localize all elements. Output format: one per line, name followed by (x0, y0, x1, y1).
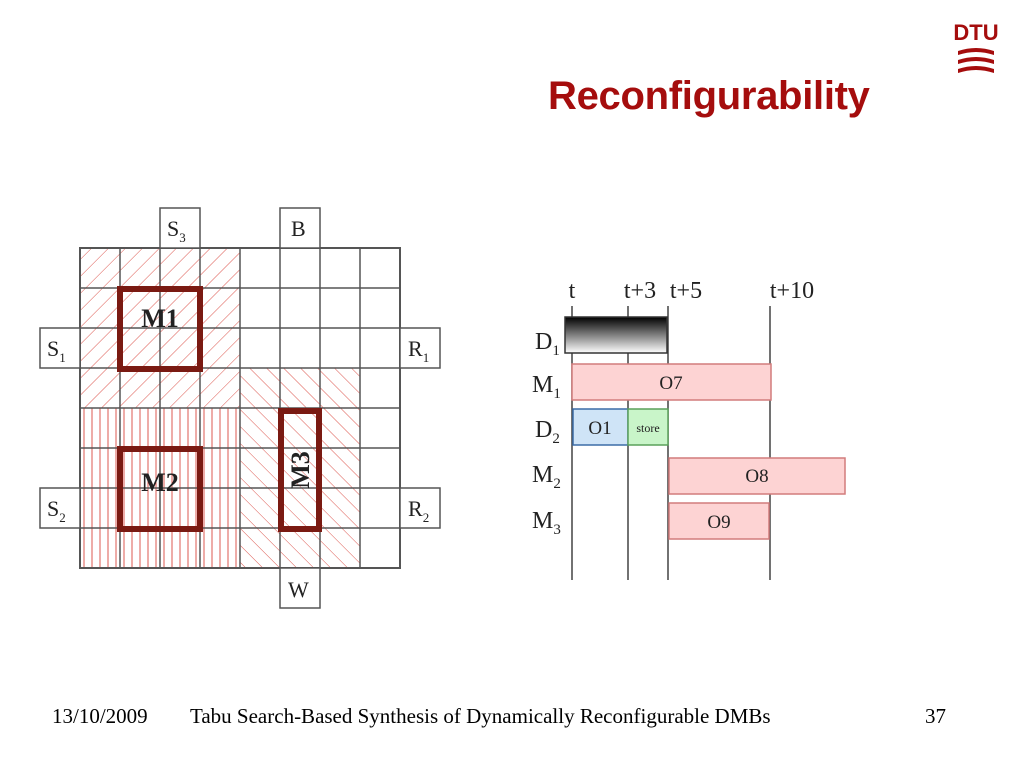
row-label-m1: M1 (532, 372, 561, 402)
row-label-d1: D1 (535, 329, 560, 359)
slide-title: Reconfigurability (548, 74, 870, 118)
port-s1 (39, 327, 81, 369)
module-m3-box (278, 408, 322, 532)
op-o7-label: O7 (659, 373, 682, 394)
footer-title: Tabu Search-Based Synthesis of Dynamical… (190, 704, 771, 728)
dtu-wave-logo-icon (958, 48, 994, 73)
m3-region (240, 368, 360, 568)
port-r2 (399, 487, 441, 529)
module-m1-box (117, 286, 203, 372)
port-b-label: B (291, 216, 306, 241)
port-s1-label: S1 (47, 336, 66, 365)
port-s2 (39, 487, 81, 529)
op-o1-bar (572, 408, 629, 446)
port-s2-label: S2 (47, 496, 66, 525)
schedule-diagram: t t+3 t+5 t+10 D1 M1 D2 M2 M3 O7 (532, 278, 846, 580)
dtu-logo-text: DTU (954, 20, 998, 45)
port-w (279, 567, 321, 609)
port-s3 (159, 207, 201, 249)
row-label-d2: D2 (535, 417, 560, 447)
op-o9-label: O9 (707, 512, 730, 533)
port-r1 (399, 327, 441, 369)
figure: S3 B S1 R1 S2 R2 W M1 M2 M3 t t+3 t+5 t+… (39, 207, 846, 609)
port-s3-label: S3 (167, 216, 186, 245)
row-label-m2: M2 (532, 462, 561, 492)
module-m2-label: M2 (141, 468, 179, 497)
op-o9-bar (668, 502, 770, 540)
footer-date: 13/10/2009 (52, 704, 148, 728)
row-label-m3: M3 (532, 508, 561, 538)
op-o8-bar (668, 457, 846, 495)
time-label-t: t (569, 278, 576, 304)
port-b (279, 207, 321, 249)
d1-bar (564, 316, 668, 354)
module-m1-label: M1 (141, 304, 179, 333)
time-label-t3: t+3 (624, 278, 656, 304)
module-m2-box (117, 446, 203, 532)
time-label-t5: t+5 (670, 278, 702, 304)
op-o1-label: O1 (588, 418, 611, 439)
biochip-grid: S3 B S1 R1 S2 R2 W M1 M2 M3 (39, 207, 441, 609)
port-r2-label: R2 (408, 496, 429, 525)
op-store-label: store (636, 421, 659, 435)
module-m3-label: M3 (286, 451, 315, 489)
port-w-label: W (288, 577, 309, 602)
time-label-t10: t+10 (770, 278, 814, 304)
op-o7-bar (571, 363, 772, 401)
op-o8-label: O8 (745, 466, 768, 487)
footer-page-number: 37 (925, 704, 946, 728)
dtu-logo: DTU (954, 20, 998, 73)
port-r1-label: R1 (408, 336, 429, 365)
op-store-bar (627, 408, 669, 446)
